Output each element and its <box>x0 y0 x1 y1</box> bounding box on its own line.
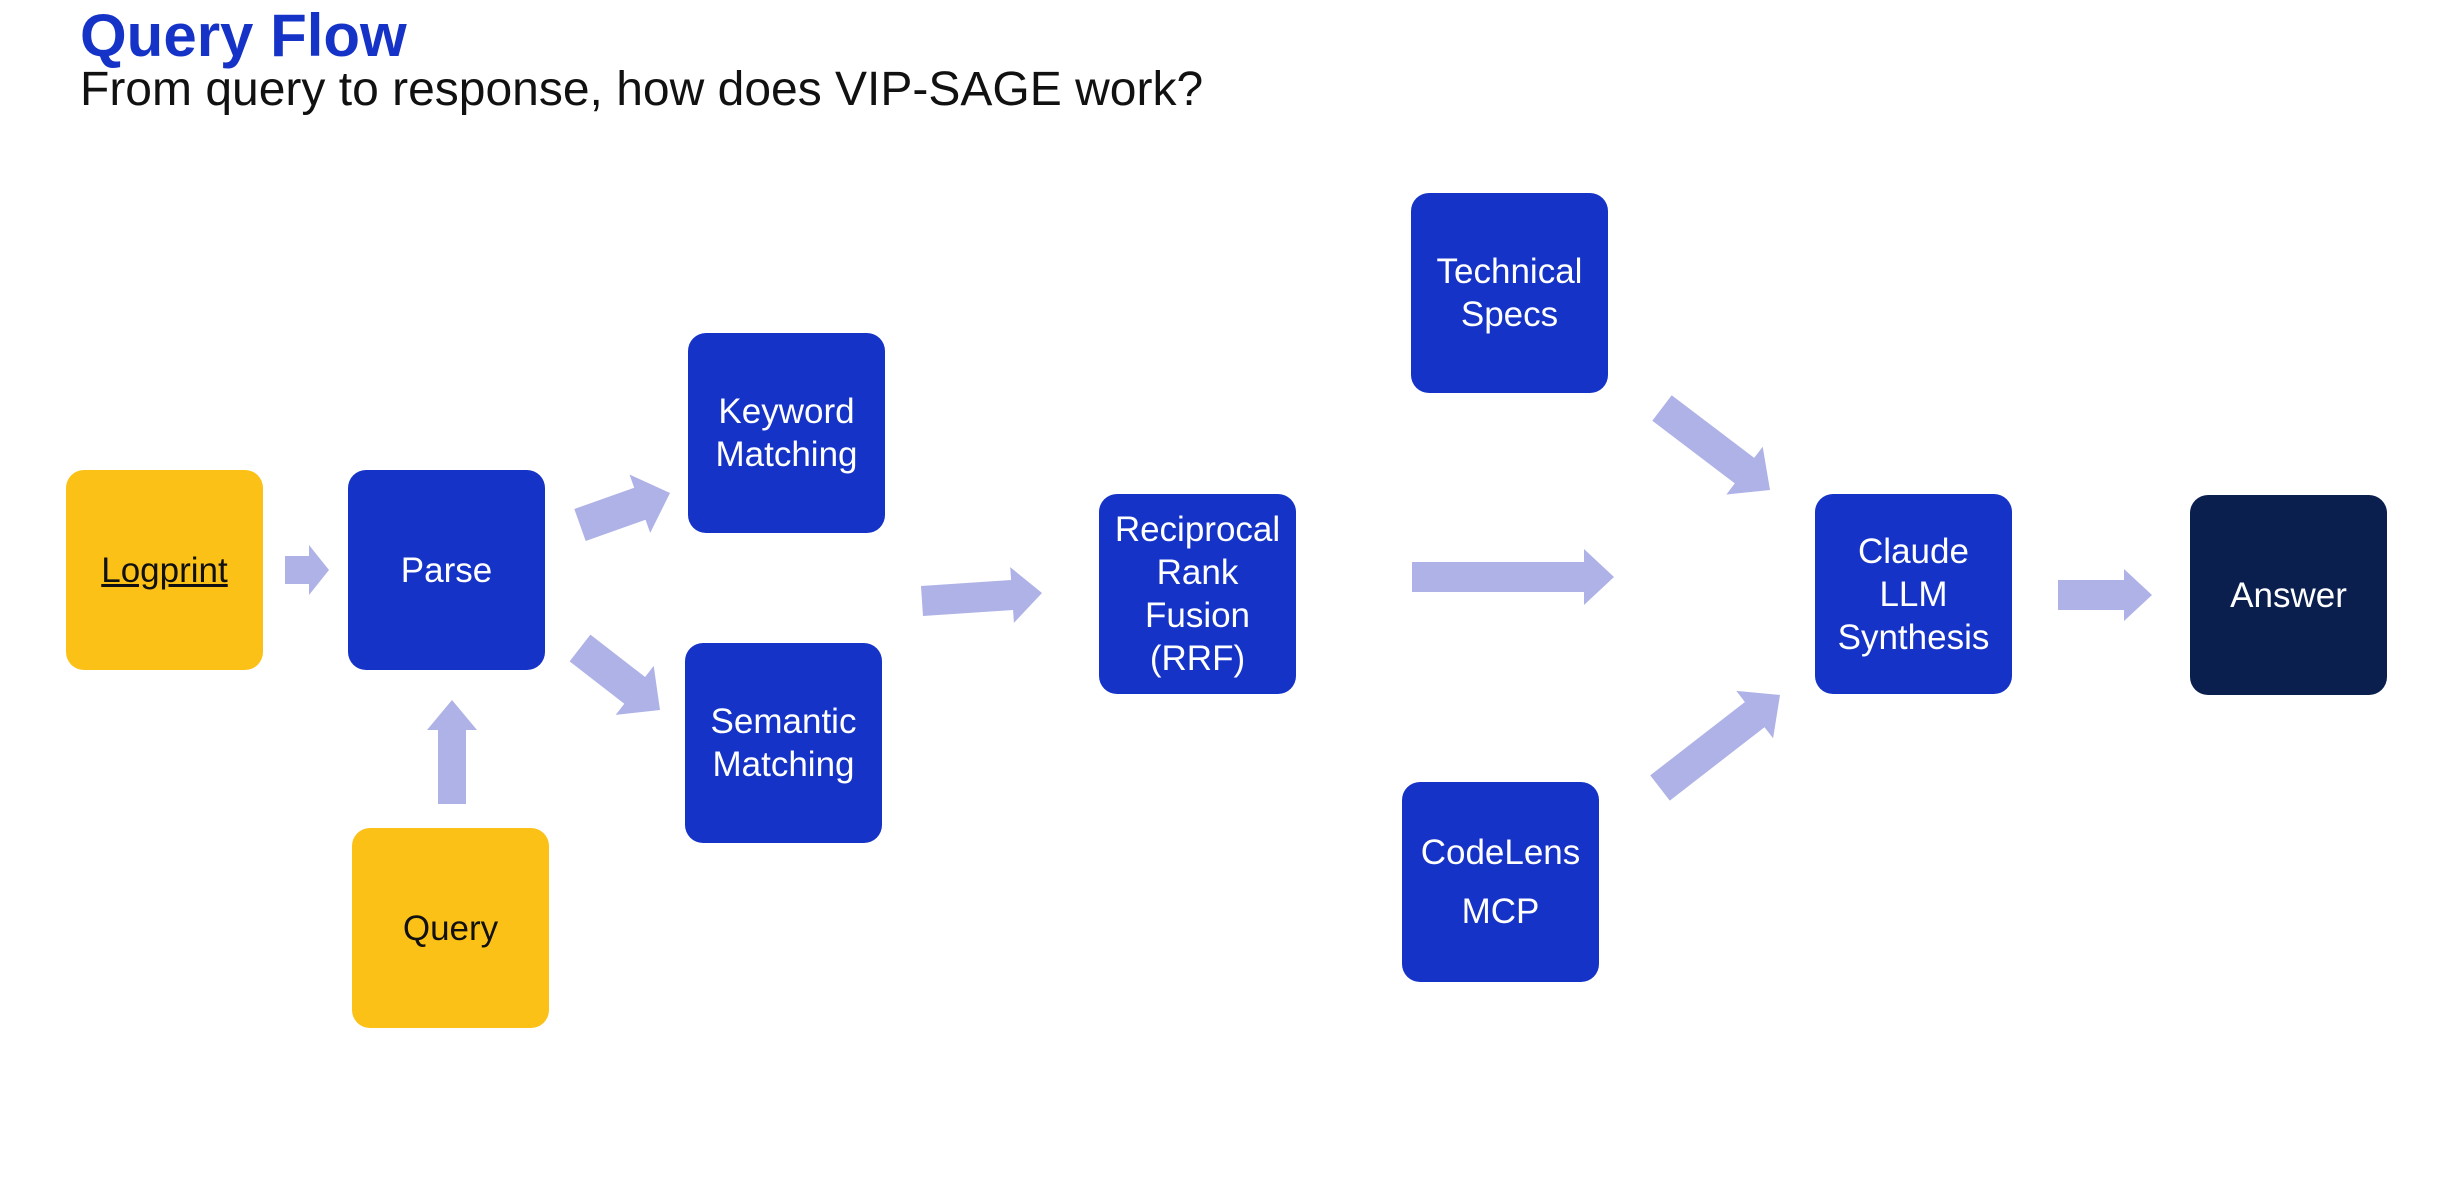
query-label: Query <box>402 908 499 948</box>
keyword-matching-node: Keyword Matching <box>688 333 885 533</box>
page-subtitle: From query to response, how does VIP-SAG… <box>80 63 1204 116</box>
page-title: Query Flow <box>80 2 407 69</box>
arrow-codelens-to-claude <box>1650 690 1780 801</box>
arrow-claude-to-answer <box>2058 569 2152 621</box>
arrow-parse-to-semantic <box>569 634 660 715</box>
technical-specs-label: Technical Specs <box>1436 252 1583 334</box>
rrf-node: Reciprocal Rank Fusion (RRF) <box>1099 494 1296 694</box>
arrow-matching-to-rrf <box>921 567 1042 623</box>
technical-specs-node: Technical Specs <box>1411 193 1608 393</box>
parse-node: Parse <box>348 470 545 670</box>
arrow-parse-to-keyword <box>574 474 670 541</box>
semantic-matching-node: Semantic Matching <box>685 643 882 843</box>
parse-label: Parse <box>400 550 493 590</box>
logprint-node: Logprint <box>66 470 263 670</box>
query-node: Query <box>352 828 549 1028</box>
codelens-label: CodeLens <box>1420 833 1581 872</box>
arrow-rrf-to-claude <box>1412 549 1614 605</box>
claude-llm-node: Claude LLM Synthesis <box>1815 494 2012 694</box>
semantic-matching-label: Semantic Matching <box>710 702 857 784</box>
answer-label: Answer <box>2230 575 2347 615</box>
codelens-mcp-node: CodeLens MCP <box>1402 782 1599 982</box>
logprint-label: Logprint <box>101 550 228 590</box>
keyword-matching-label: Keyword Matching <box>715 392 858 474</box>
claude-llm-label: Claude LLM Synthesis <box>1837 531 1990 657</box>
mcp-label: MCP <box>1461 892 1540 931</box>
arrow-query-to-parse <box>427 700 477 804</box>
arrow-specs-to-claude <box>1652 395 1770 495</box>
answer-node: Answer <box>2190 495 2387 695</box>
rrf-label: Reciprocal Rank Fusion (RRF) <box>1114 510 1281 678</box>
arrow-logprint-to-parse <box>285 545 329 595</box>
